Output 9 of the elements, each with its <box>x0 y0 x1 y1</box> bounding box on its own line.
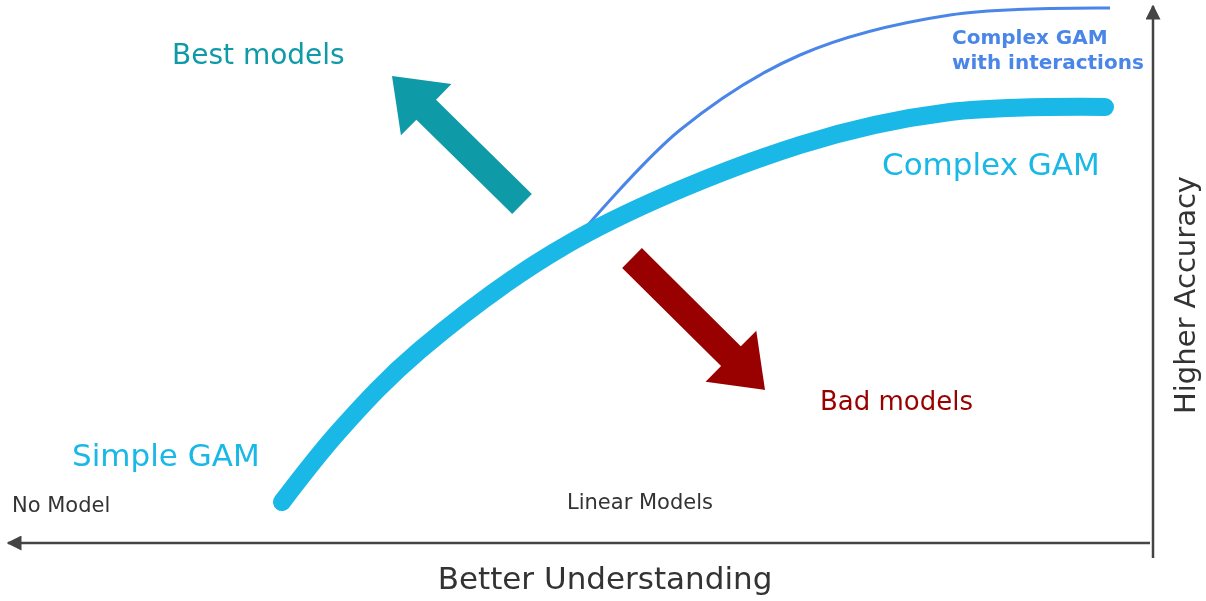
axis-label: Linear Models <box>567 490 713 516</box>
curve-label: Simple GAM <box>72 437 260 475</box>
axis-title: Better Understanding <box>437 560 773 598</box>
curve-label: Complex GAM <box>882 146 1100 184</box>
region-label: Best models <box>172 38 345 72</box>
region-label: Bad models <box>820 386 974 418</box>
axis-title: Higher Accuracy <box>1167 176 1203 414</box>
curve-label: Complex GAM with interactions <box>952 25 1145 75</box>
axis-label: No Model <box>12 493 111 519</box>
